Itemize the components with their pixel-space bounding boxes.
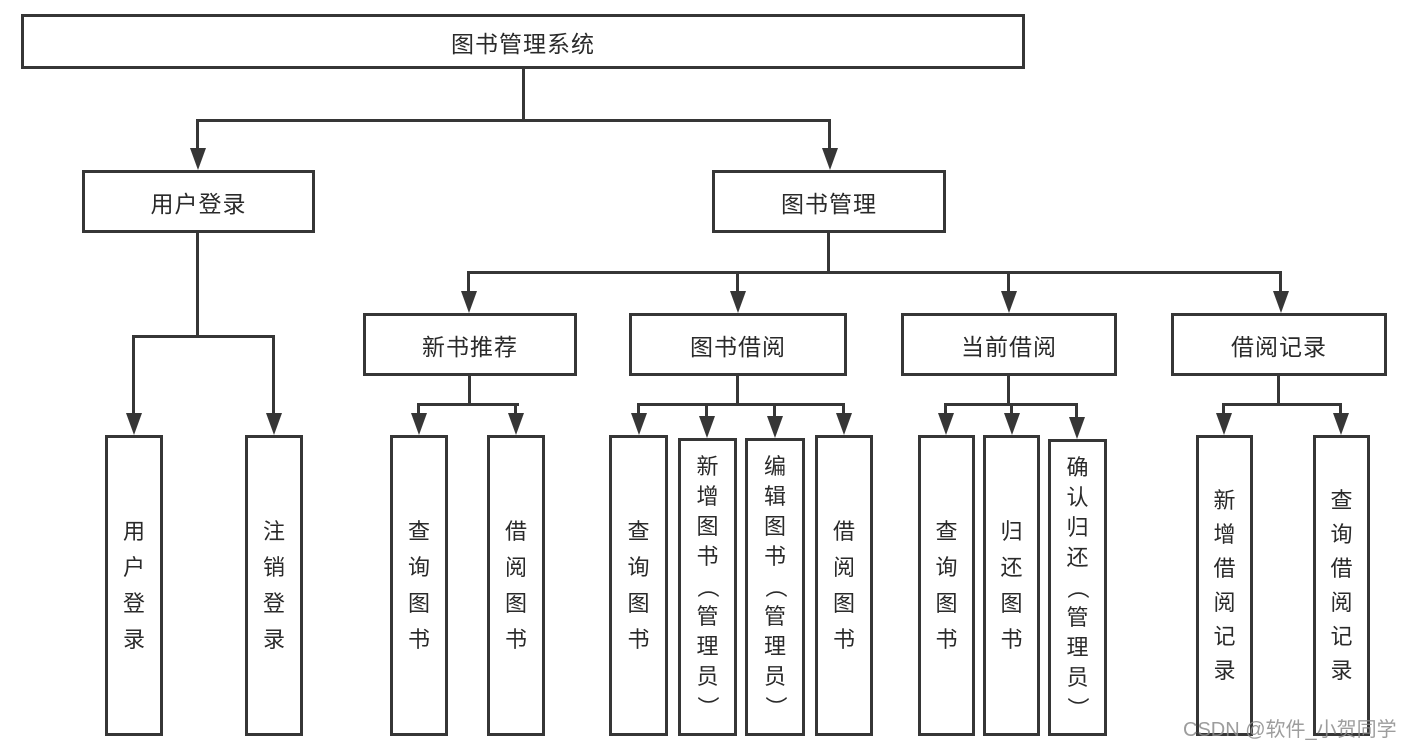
edge-book-management-bar <box>467 271 1282 274</box>
arrowhead-bb-add-book <box>699 416 715 438</box>
arrowhead-bb-query-book <box>631 413 647 435</box>
leaf-rec-borrow-book: 借阅图书 <box>487 435 545 736</box>
node-user-login-label: 用户登录 <box>150 190 247 217</box>
node-current-borrow-label: 当前借阅 <box>961 333 1057 360</box>
arrowhead-borrow-record <box>1273 291 1289 313</box>
arrowhead-bb-borrow-book <box>836 413 852 435</box>
edge-drop-bb-add-book <box>705 403 708 418</box>
arrowhead-book-borrow <box>730 291 746 313</box>
node-current-borrow: 当前借阅 <box>901 313 1117 376</box>
node-book-management-label: 图书管理 <box>781 190 877 217</box>
leaf-cb-query-book-label: 查询图书 <box>935 518 958 652</box>
arrowhead-rec-query-book <box>411 413 427 435</box>
node-book-borrow: 图书借阅 <box>629 313 847 376</box>
edge-drop-cb-query-book <box>944 403 947 415</box>
leaf-rec-borrow-book-label: 借阅图书 <box>504 518 527 652</box>
edge-drop-rec-query-book <box>417 403 420 415</box>
edge-drop-new-book-recommend <box>467 271 470 293</box>
arrowhead-br-query-record <box>1333 413 1349 435</box>
node-borrow-record-label: 借阅记录 <box>1231 333 1327 360</box>
leaf-cb-query-book: 查询图书 <box>918 435 975 736</box>
arrowhead-cb-confirm-return <box>1069 417 1085 439</box>
leaf-user-login: 用户登录 <box>105 435 163 736</box>
edge-drop-book-management <box>828 119 831 150</box>
edge-new-book-recommend-stem <box>468 376 471 406</box>
node-book-borrow-label: 图书借阅 <box>690 333 786 360</box>
edge-borrow-record-stem <box>1277 376 1280 406</box>
arrowhead-cb-query-book <box>938 413 954 435</box>
edge-root-stem <box>522 69 525 121</box>
leaf-bb-add-book-admin: 新增图书（管理员） <box>678 438 737 736</box>
edge-current-borrow-stem <box>1007 376 1010 406</box>
arrowhead-book-management <box>822 148 838 170</box>
edge-drop-br-query-record <box>1339 403 1342 415</box>
leaf-cb-return-book: 归还图书 <box>983 435 1040 736</box>
arrowhead-leaf-logout <box>266 413 282 435</box>
leaf-cb-return-book-label: 归还图书 <box>1000 518 1023 652</box>
leaf-br-query-record-label: 查询借阅记录 <box>1330 487 1353 683</box>
edge-drop-rec-borrow-book <box>514 403 517 415</box>
edge-drop-bb-query-book <box>637 403 640 415</box>
edge-book-management-stem <box>827 233 830 274</box>
leaf-bb-query-book-label: 查询图书 <box>627 518 650 652</box>
node-root: 图书管理系统 <box>21 14 1025 69</box>
leaf-rec-query-book: 查询图书 <box>390 435 448 736</box>
edge-drop-book-borrow <box>736 271 739 293</box>
leaf-cb-confirm-return-admin-label: 确认归还（管理员） <box>1065 454 1091 719</box>
leaf-bb-add-book-admin-label: 新增图书（管理员） <box>695 454 721 719</box>
node-borrow-record: 借阅记录 <box>1171 313 1387 376</box>
arrowhead-leaf-user-login <box>126 413 142 435</box>
node-new-book-recommend-label: 新书推荐 <box>422 333 518 360</box>
csdn-watermark: CSDN @软件_小贺同学 <box>1183 719 1397 741</box>
edge-drop-cb-return-book <box>1010 403 1013 415</box>
arrowhead-current-borrow <box>1001 291 1017 313</box>
leaf-bb-query-book: 查询图书 <box>609 435 668 736</box>
edge-drop-bb-borrow-book <box>842 403 845 415</box>
node-root-label: 图书管理系统 <box>451 30 595 57</box>
edge-borrow-record-bar <box>1222 403 1342 406</box>
arrowhead-rec-borrow-book <box>508 413 524 435</box>
leaf-bb-edit-book-admin-label: 编辑图书（管理员） <box>762 454 788 719</box>
node-book-management: 图书管理 <box>712 170 946 233</box>
arrowhead-br-add-record <box>1216 413 1232 435</box>
edge-user-login-bar <box>132 335 275 338</box>
edge-book-borrow-stem <box>736 376 739 406</box>
leaf-br-add-record-label: 新增借阅记录 <box>1213 487 1236 683</box>
leaf-cb-confirm-return-admin: 确认归还（管理员） <box>1048 439 1107 736</box>
edge-drop-user-login <box>196 119 199 150</box>
edge-drop-current-borrow <box>1007 271 1010 293</box>
edge-drop-br-add-record <box>1222 403 1225 415</box>
arrowhead-user-login <box>190 148 206 170</box>
arrowhead-cb-return-book <box>1004 413 1020 435</box>
leaf-bb-borrow-book: 借阅图书 <box>815 435 873 736</box>
edge-drop-leaf-logout <box>272 335 275 415</box>
leaf-user-login-label: 用户登录 <box>122 518 145 652</box>
node-user-login: 用户登录 <box>82 170 315 233</box>
edge-user-login-stem <box>196 233 199 338</box>
arrowhead-new-book-recommend <box>461 291 477 313</box>
arrowhead-bb-edit-book <box>767 416 783 438</box>
leaf-rec-query-book-label: 查询图书 <box>407 518 430 652</box>
leaf-bb-borrow-book-label: 借阅图书 <box>832 518 855 652</box>
edge-root-bar <box>197 119 831 122</box>
leaf-bb-edit-book-admin: 编辑图书（管理员） <box>745 438 805 736</box>
node-new-book-recommend: 新书推荐 <box>363 313 577 376</box>
edge-drop-bb-edit-book <box>773 403 776 418</box>
edge-drop-leaf-user-login <box>132 335 135 415</box>
edge-drop-cb-confirm-return <box>1075 403 1078 419</box>
edge-book-borrow-bar <box>637 403 845 406</box>
leaf-logout-label: 注销登录 <box>262 518 285 652</box>
leaf-br-query-record: 查询借阅记录 <box>1313 435 1370 736</box>
leaf-br-add-record: 新增借阅记录 <box>1196 435 1253 736</box>
leaf-logout: 注销登录 <box>245 435 303 736</box>
edge-drop-borrow-record <box>1279 271 1282 293</box>
edge-new-book-recommend-bar <box>417 403 519 406</box>
